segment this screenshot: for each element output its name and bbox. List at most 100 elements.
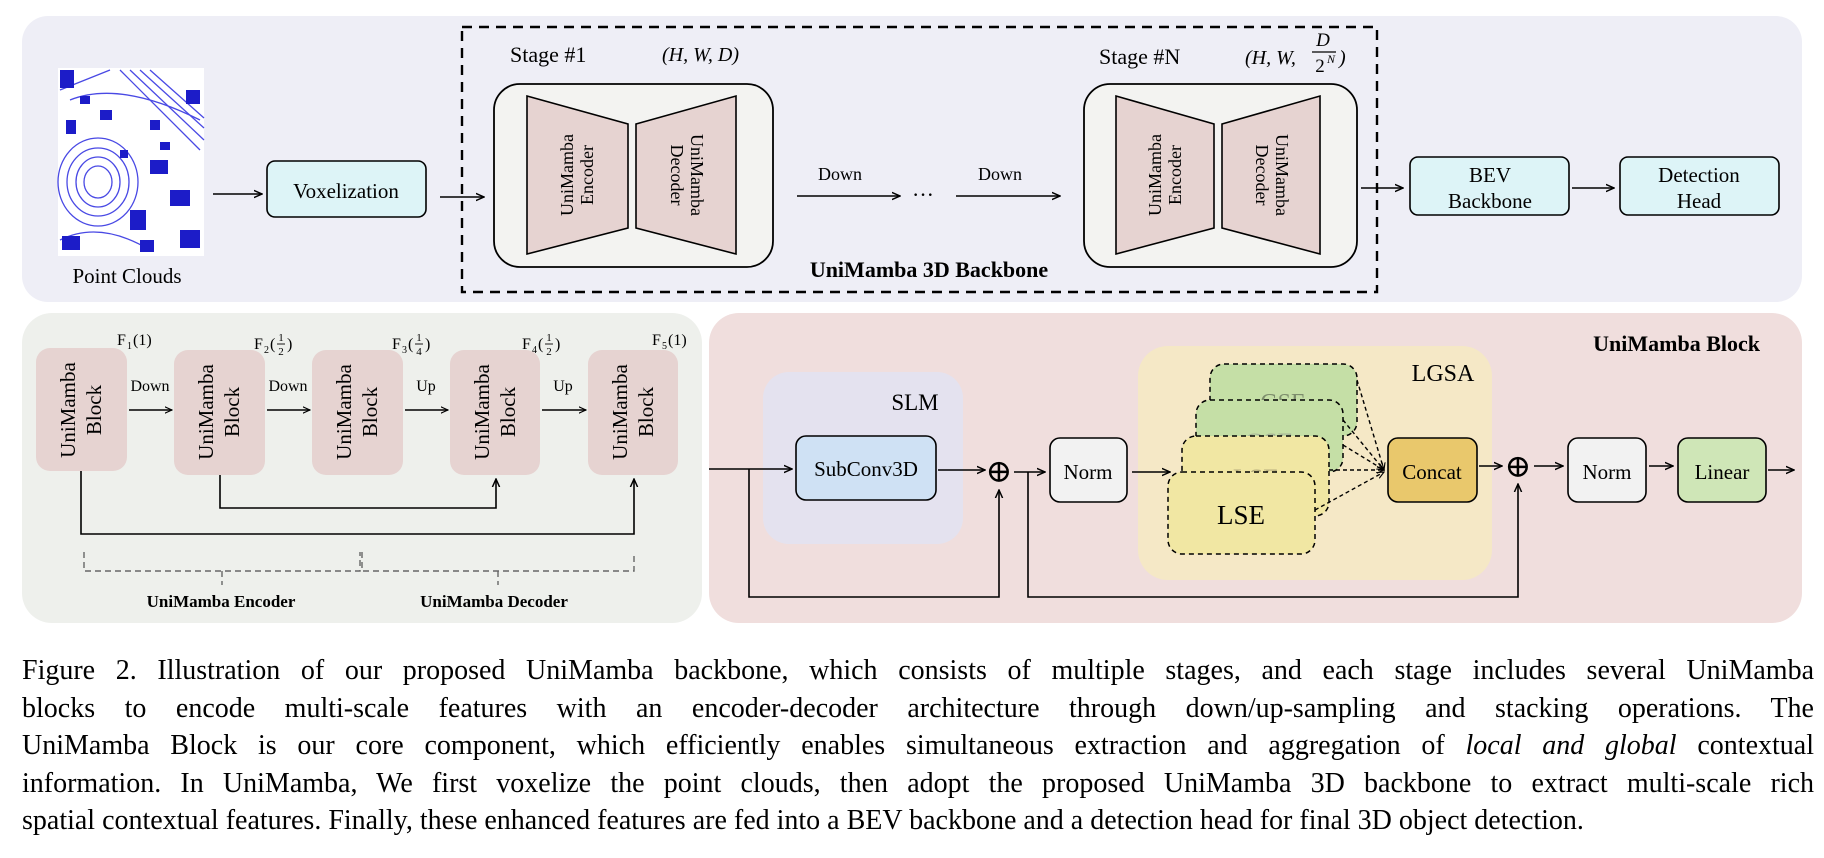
block-4-label-1: UniMamba [470,364,494,460]
stageN-dims-suffix: ) [1338,47,1346,69]
stage1-label: Stage #1 [510,42,586,67]
bev-backbone-box [1409,156,1570,216]
feature-1-sub: 1 [127,341,132,352]
stage1-encoder-label-1: UniMamba [557,134,577,216]
caption-line-1: Figure 2. Illustration of our proposed U… [22,655,1814,686]
block-4-label-2: Block [496,386,520,437]
block-2-label-2: Block [220,386,244,437]
stage1-decoder-label-2: Decoder [667,145,687,206]
block-4 [450,350,540,475]
norm2-label: Norm [1583,460,1632,484]
lgsa-to-concat-arrows [1314,379,1384,511]
caption-line-3: UniMamba Block is our core component, wh… [22,727,1814,765]
concat-box [1387,437,1478,503]
block-5 [588,350,678,475]
down-label-1: Down [818,164,862,184]
feature-1-name: F [117,332,126,349]
detection-head-box [1619,156,1780,216]
svg-text:): ) [555,336,560,353]
feature-3-name: F [392,336,401,353]
block-3-label-2: Block [358,386,382,437]
stageN-dims-den: 2 [1315,56,1325,77]
svg-text:): ) [287,336,292,353]
skip-connection-inner [219,475,496,509]
feature-4-name: F [522,336,531,353]
bev-backbone-label-1: BEV [1469,163,1511,187]
block-5-label-1: UniMamba [608,364,632,460]
decoder-label: UniMamba Decoder [420,592,568,611]
stage1-encoder-label-2: Encoder [577,145,597,205]
norm2-box [1567,437,1647,503]
feature-2-den: 2 [278,346,284,358]
stageN-encoder-label-2: Encoder [1165,145,1185,205]
arrow-label-down-1: Down [130,378,169,395]
unimamba-blocks [36,348,678,475]
feature-labels: F 1 (1) F 2 ( 1 2 ) F 3 ( 1 4 ) F 4 ( 1 … [117,332,687,358]
feature-5-name: F [652,332,661,349]
feature-2-num: 1 [278,332,284,344]
stageN-label: Stage #N [1099,44,1180,69]
caption-line-2: blocks to encode multi-scale features wi… [22,692,1814,724]
slm-residual [748,469,999,598]
decoder-brace [361,552,635,585]
feature-1-scale: (1) [133,332,152,349]
lgsa-label: LGSA [1412,361,1475,387]
feature-3-sub: 3 [402,345,407,356]
norm1-box [1049,437,1128,503]
stage1-decoder-label-1: UniMamba [687,134,707,216]
svg-text:(: ( [270,336,275,353]
feature-4-den: 2 [546,346,552,358]
svg-text:): ) [425,336,430,353]
skip-connection-outer [80,471,634,535]
figure-caption: Figure 2. Illustration of our proposed U… [22,652,1814,840]
linear-label: Linear [1695,460,1750,484]
stageN-decoder-label-2: Decoder [1252,145,1272,206]
block-3-label-1: UniMamba [332,364,356,460]
stageN-encoder [1115,94,1215,256]
stageN-decoder [1221,94,1321,256]
block-5-label-2: Block [634,386,658,437]
point-clouds-label: Point Clouds [72,264,181,288]
lse-label-front: LSE [1217,500,1265,530]
linear-box [1677,437,1767,503]
feature-4-sub: 4 [532,345,537,356]
block-3 [312,350,403,475]
detection-head-label-1: Detection [1658,163,1740,187]
plus-2: ⊕ [1505,448,1532,484]
voxelization-box [266,160,427,218]
feature-2-name: F [254,336,263,353]
ellipsis: ··· [912,182,934,207]
block-2 [174,350,265,475]
caption-line-3-b: contextual [1676,730,1814,761]
feature-3-num: 1 [416,332,422,344]
lgsa-residual [1027,472,1518,598]
stage1-dims: (H, W, D) [662,44,739,66]
encoder-brace [83,552,361,585]
voxelization-label: Voxelization [293,179,399,203]
stage1-decoder [635,94,737,256]
feature-5-scale: (1) [668,332,687,349]
stageN-dims-den-exp: N [1326,52,1336,66]
norm1-label: Norm [1064,460,1113,484]
block-2-label-1: UniMamba [194,364,218,460]
point-cloud-image [57,68,205,256]
caption-line-5: spatial contextual features. Finally, th… [22,805,1584,836]
block-1 [36,348,127,471]
architecture-figure: Point Clouds Voxelization Stage #1 (H, W… [22,16,1802,623]
stageN-decoder-label-1: UniMamba [1272,134,1292,216]
feature-5-sub: 5 [662,341,667,352]
stageN-encoder-label-1: UniMamba [1145,134,1165,216]
down-label-2: Down [978,164,1022,184]
arrow-label-down-2: Down [268,378,307,395]
unimamba-block-title: UniMamba Block [1593,331,1761,356]
feature-4-num: 1 [546,332,552,344]
svg-text:(: ( [408,336,413,353]
block-1-label-1: UniMamba [56,362,80,458]
feature-3-den: 4 [416,346,422,358]
caption-line-4: information. In UniMamba, We first voxel… [22,767,1814,799]
subconv3d-label: SubConv3D [814,457,918,481]
plus-1: ⊕ [986,453,1013,489]
arrow-label-up-1: Up [416,378,436,395]
caption-line-3-a: UniMamba Block is our core component, wh… [22,730,1466,761]
arrow-label-up-2: Up [553,378,573,395]
